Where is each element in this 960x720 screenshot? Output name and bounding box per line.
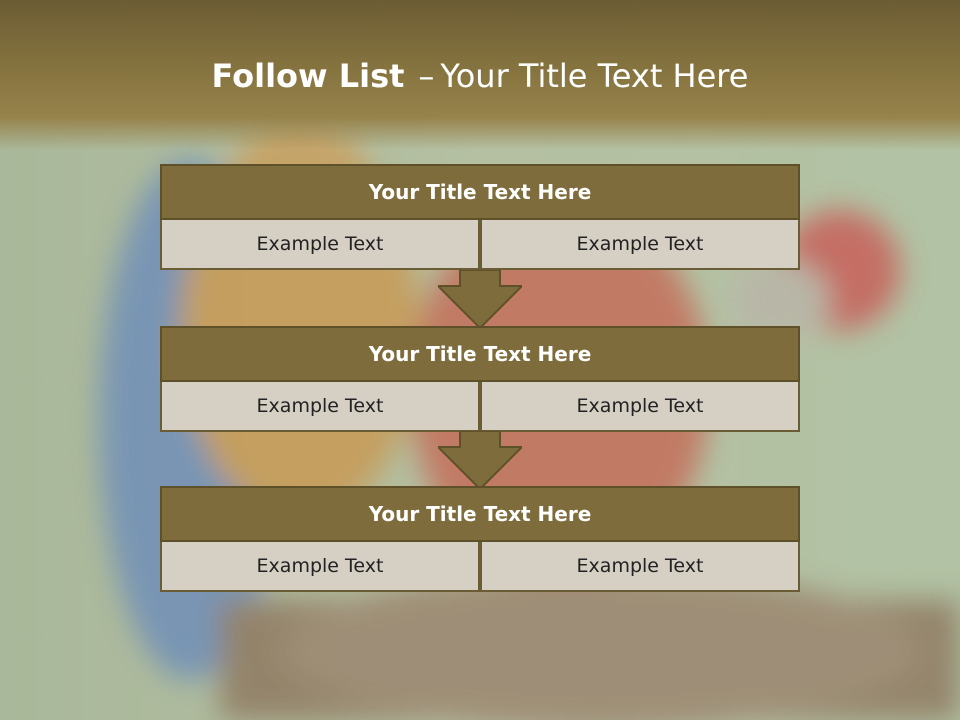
title-header-band xyxy=(0,0,960,150)
step-cell-right: Example Text xyxy=(480,220,800,270)
step-row: Example Text Example Text xyxy=(160,542,800,592)
down-arrow-icon xyxy=(438,431,522,491)
step-cell-right: Example Text xyxy=(480,382,800,432)
title-rest: Your Title Text Here xyxy=(440,57,749,95)
step-title: Your Title Text Here xyxy=(160,164,800,220)
title-dash: – xyxy=(418,57,435,95)
step-row: Example Text Example Text xyxy=(160,220,800,270)
step-row: Example Text Example Text xyxy=(160,382,800,432)
step-title: Your Title Text Here xyxy=(160,326,800,382)
step-block-2: Your Title Text Here Example Text Exampl… xyxy=(160,326,800,432)
step-block-1: Your Title Text Here Example Text Exampl… xyxy=(160,164,800,270)
step-cell-right: Example Text xyxy=(480,542,800,592)
step-block-3: Your Title Text Here Example Text Exampl… xyxy=(160,486,800,592)
step-cell-left: Example Text xyxy=(160,542,480,592)
step-cell-left: Example Text xyxy=(160,220,480,270)
down-arrow-icon xyxy=(438,270,522,330)
title-bold: Follow List xyxy=(211,57,405,95)
step-title: Your Title Text Here xyxy=(160,486,800,542)
slide-title: Follow List–Your Title Text Here xyxy=(0,56,960,96)
step-cell-left: Example Text xyxy=(160,382,480,432)
